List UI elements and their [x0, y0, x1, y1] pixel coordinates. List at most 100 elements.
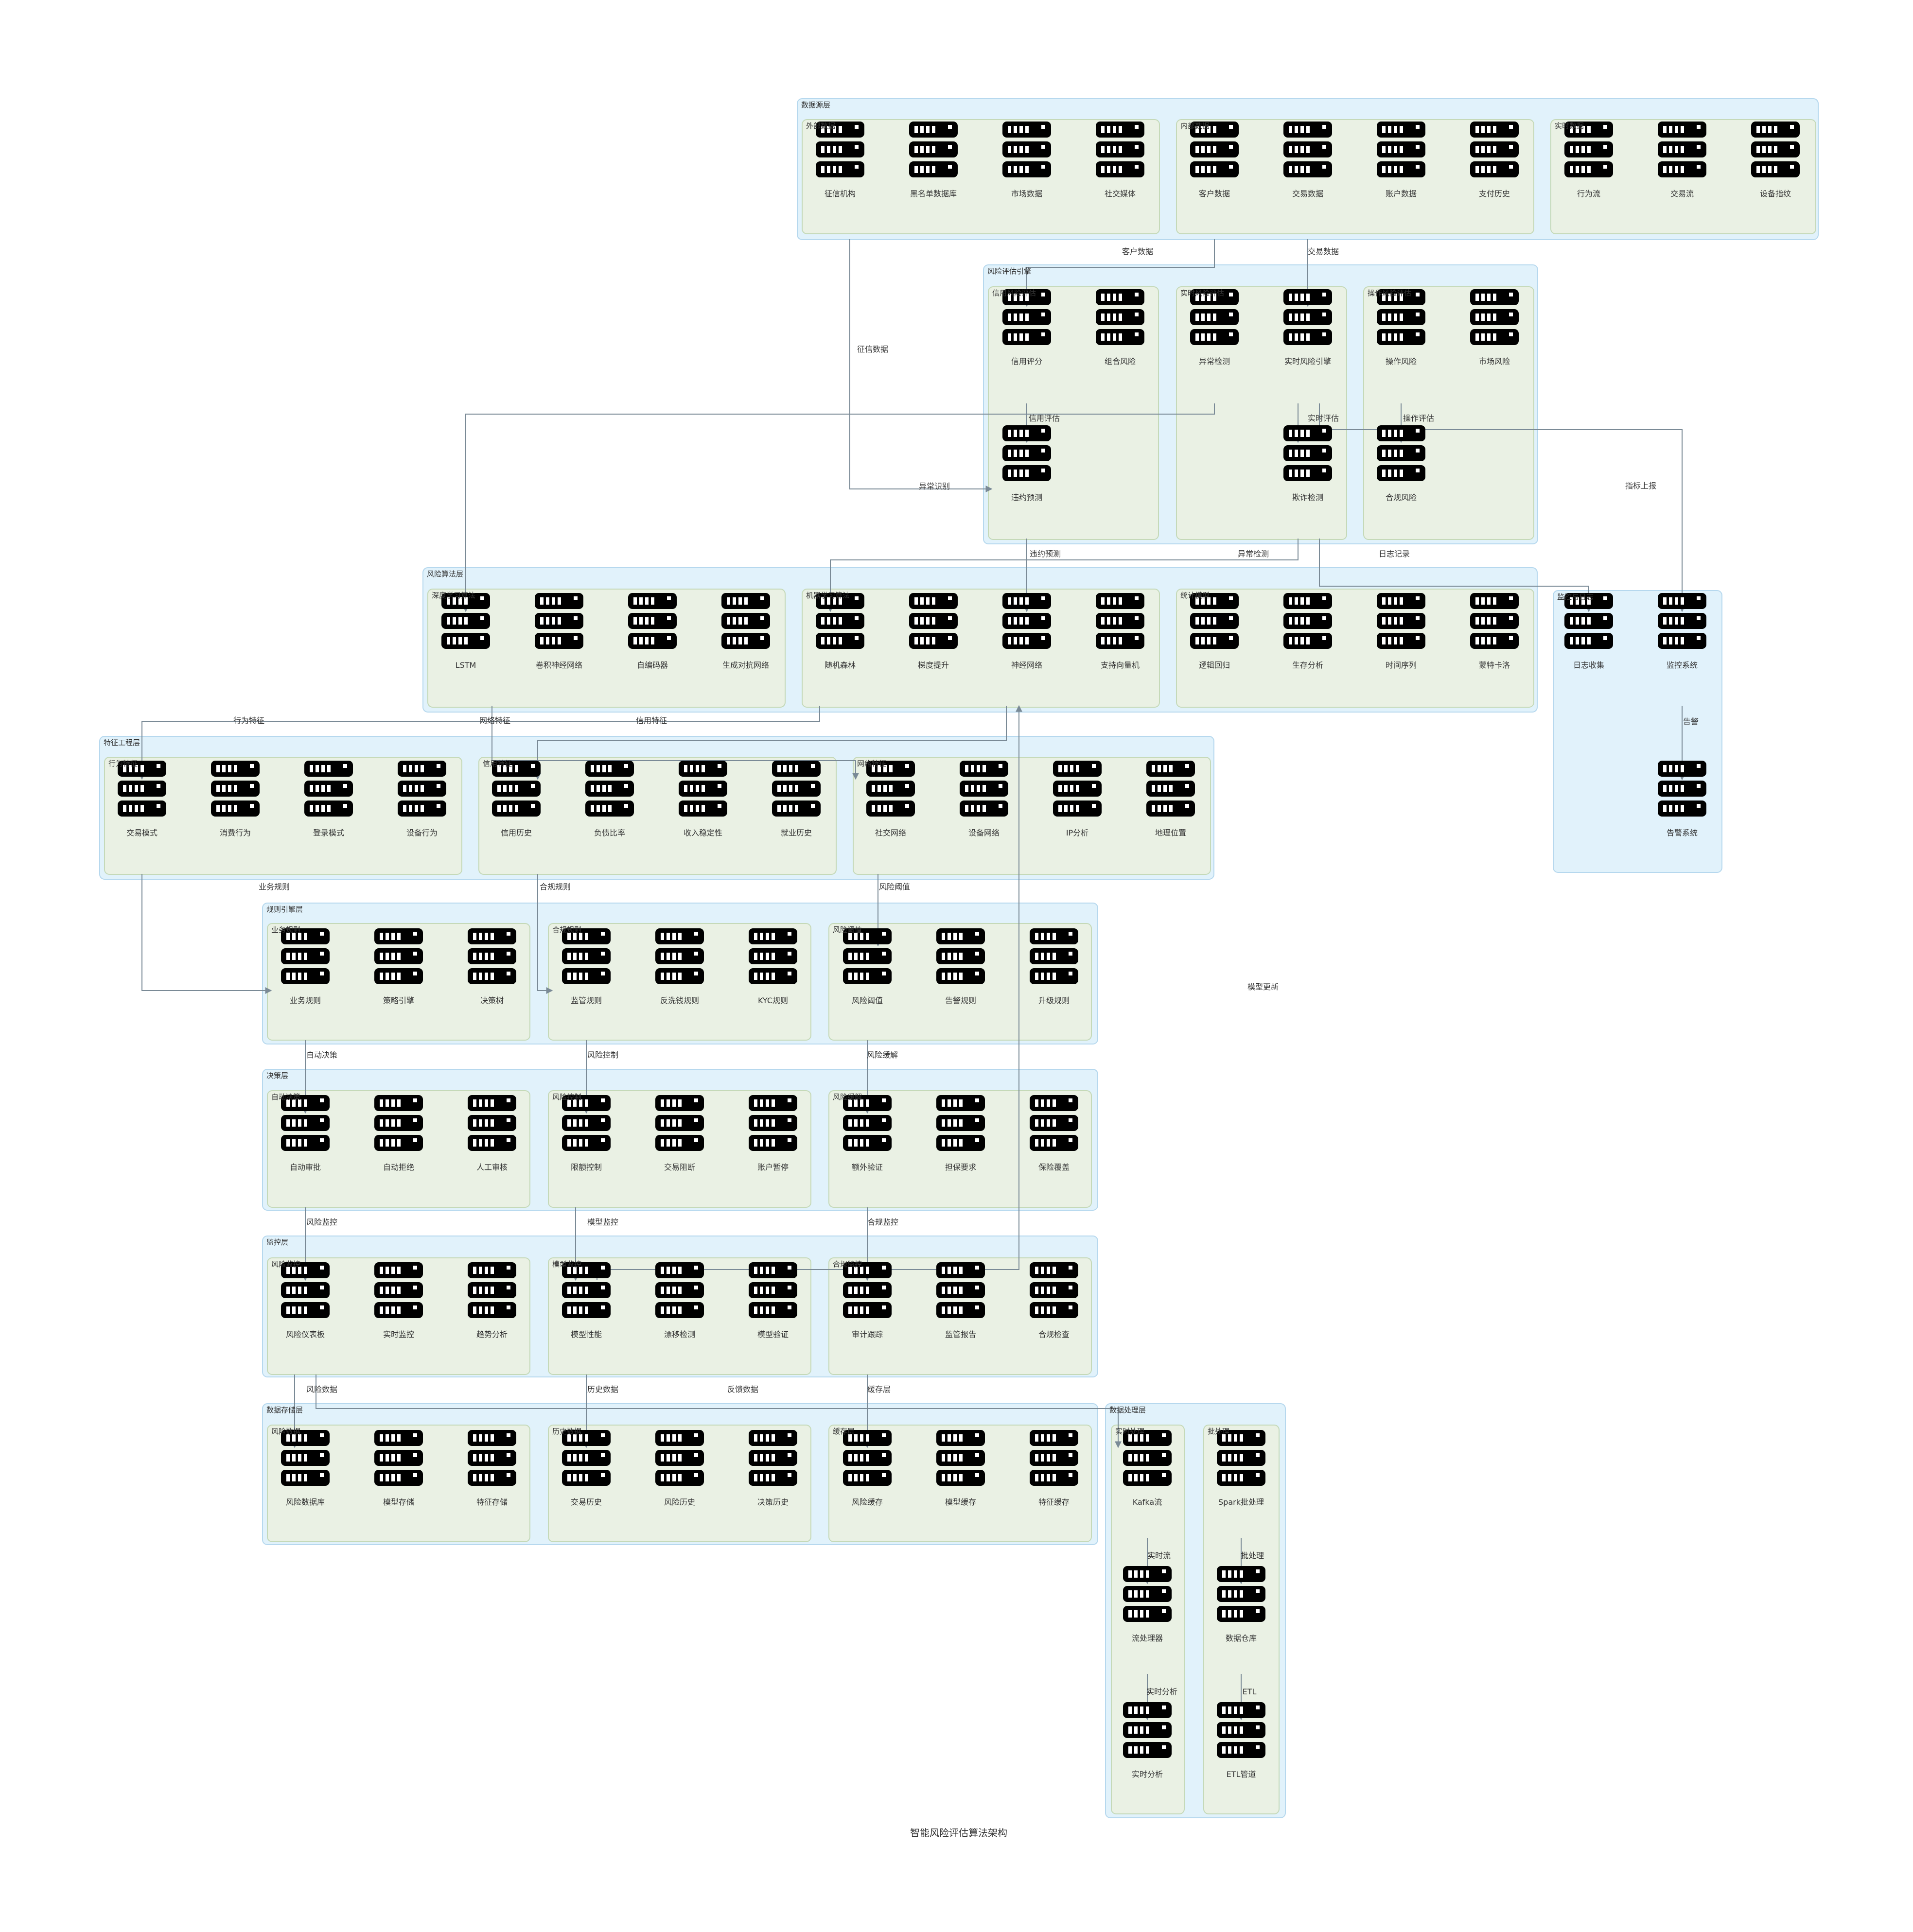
- server-led: [320, 952, 324, 956]
- server-slot: [827, 597, 830, 605]
- server-slot: [1201, 597, 1205, 605]
- server-slot: [1382, 450, 1386, 457]
- server-led: [413, 1098, 417, 1102]
- server-slot: [453, 597, 456, 605]
- server-led: [975, 1098, 979, 1102]
- server-slot: [942, 1454, 945, 1462]
- node-label: 收入稳定性: [684, 828, 722, 837]
- server-led: [1069, 952, 1072, 956]
- server-slot: [304, 1287, 307, 1294]
- server-led: [788, 1453, 791, 1457]
- server-slot: [1400, 126, 1403, 133]
- server-slot: [1570, 597, 1573, 605]
- server-slot: [579, 1434, 582, 1442]
- server-slot: [866, 1267, 869, 1274]
- server-slot: [1014, 313, 1017, 321]
- server-slot: [608, 785, 612, 792]
- server-slot: [1047, 1119, 1050, 1127]
- server-led: [667, 616, 671, 620]
- server-slot: [1053, 973, 1056, 980]
- server-slot: [1240, 1434, 1243, 1442]
- server-slot: [661, 933, 664, 940]
- server-led: [1509, 293, 1513, 296]
- server-slot: [1070, 805, 1073, 812]
- server-slot: [1201, 146, 1205, 153]
- server-slot: [854, 1119, 858, 1127]
- server-slot: [1014, 333, 1017, 341]
- server-led: [975, 1433, 979, 1437]
- server-slot: [953, 1287, 957, 1294]
- server-led: [948, 125, 952, 129]
- server-slot: [1041, 1454, 1044, 1462]
- server-slot: [696, 785, 699, 792]
- server-led: [320, 1266, 324, 1270]
- server-slot: [932, 597, 935, 605]
- server-led: [1162, 1453, 1166, 1457]
- server-slot: [1207, 126, 1211, 133]
- server-slot: [123, 785, 126, 792]
- server-slot: [298, 973, 301, 980]
- server-slot: [889, 805, 893, 812]
- server-slot: [1152, 785, 1155, 792]
- server-slot: [491, 1119, 494, 1127]
- server-slot: [1487, 597, 1491, 605]
- server-slot: [833, 597, 836, 605]
- server-slot: [766, 1287, 769, 1294]
- server-slot: [597, 765, 600, 772]
- server-slot: [1394, 294, 1397, 301]
- server-led: [1041, 313, 1045, 316]
- server-slot: [821, 166, 825, 173]
- server-slot: [1663, 765, 1667, 772]
- server-slot: [959, 1434, 963, 1442]
- server-led: [1697, 145, 1701, 149]
- edge-line: [1023, 239, 1215, 307]
- node-label: 账户暂停: [757, 1163, 789, 1172]
- server-slot: [1388, 294, 1391, 301]
- server-slot: [1300, 430, 1304, 437]
- server-led: [694, 1266, 698, 1270]
- server-led: [1041, 616, 1045, 620]
- server-slot: [1101, 333, 1105, 341]
- server-slot: [1240, 1590, 1243, 1598]
- server-slot: [540, 637, 544, 644]
- server-led: [480, 616, 484, 620]
- server-slot: [1300, 313, 1304, 321]
- server-led: [1041, 165, 1045, 169]
- server-slot: [772, 1287, 775, 1294]
- node-label: 交易历史: [571, 1497, 602, 1507]
- server-slot: [948, 1119, 951, 1127]
- server-slot: [1475, 333, 1479, 341]
- server-slot: [591, 805, 594, 812]
- server-slot: [760, 1306, 763, 1314]
- edge-label: 网络特征: [479, 716, 510, 725]
- group-box: [802, 589, 1160, 708]
- server-led: [601, 1138, 605, 1142]
- server-slot: [1146, 1610, 1149, 1618]
- server-slot: [327, 765, 331, 772]
- server-led: [157, 804, 160, 808]
- server-slot: [766, 1139, 769, 1147]
- server-slot: [932, 146, 935, 153]
- server-slot: [1152, 765, 1155, 772]
- server-rack-icon: [1217, 1702, 1265, 1758]
- node-label: 决策历史: [757, 1497, 789, 1507]
- server-slot: [661, 973, 664, 980]
- server-slot: [1014, 146, 1017, 153]
- edge-line: [462, 403, 1215, 612]
- server-slot: [464, 617, 468, 625]
- server-led: [1135, 293, 1139, 296]
- server-slot: [316, 805, 319, 812]
- group-title: 行为特征: [108, 759, 138, 768]
- server-led: [1603, 636, 1607, 640]
- server-slot: [591, 785, 594, 792]
- server-slot: [1207, 597, 1211, 605]
- server-slot: [772, 973, 775, 980]
- server-slot: [509, 765, 512, 772]
- server-slot: [1295, 637, 1298, 644]
- server-slot: [1201, 166, 1205, 173]
- server-slot: [1025, 430, 1029, 437]
- server-slot: [292, 1434, 296, 1442]
- server-slot: [292, 933, 296, 940]
- server-slot: [491, 1267, 494, 1274]
- server-slot: [391, 1099, 395, 1107]
